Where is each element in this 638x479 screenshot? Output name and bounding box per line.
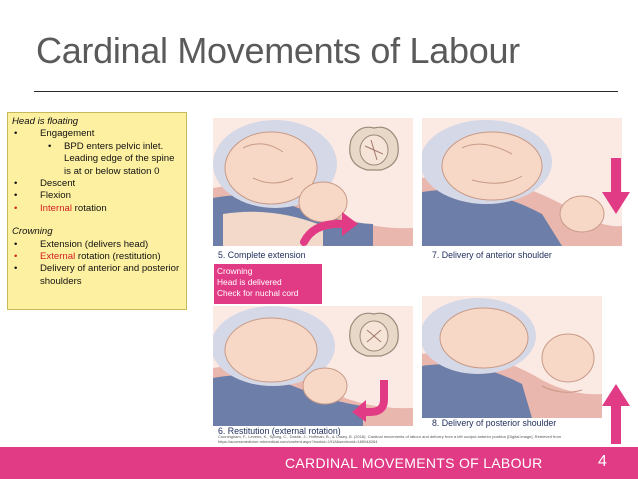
notes-box: Head is floating • Engagement • BPD ente…	[7, 112, 187, 310]
list-item-extension: • Extension (delivers head)	[14, 238, 149, 250]
list-item-flexion: • Flexion	[14, 190, 71, 202]
list-subitem-bpd: • BPD enters pelvic inlet. Leading edge …	[48, 140, 175, 177]
callout-line: Head is delivered	[217, 276, 282, 287]
list-item-descent: • Descent	[14, 178, 76, 190]
page-number: 4	[598, 453, 607, 470]
bullet-icon: •	[14, 190, 18, 202]
caption-posterior-shoulder: 8. Delivery of posterior shoulder	[432, 418, 557, 428]
illustration-anterior-shoulder	[422, 118, 622, 246]
bullet-icon: •	[14, 202, 18, 214]
callout-line: Check for nuchal cord	[217, 287, 299, 298]
callout-line: Crowning	[217, 266, 253, 276]
pelvis-view-icon	[345, 306, 403, 360]
list-item-internal-rotation: • Internal rotation	[14, 202, 107, 214]
crowning-callout: Crowning Head is delivered Check for nuc…	[214, 264, 322, 304]
slide-title: Cardinal Movements of Labour	[36, 30, 520, 71]
footer-bar: CARDINAL MOVEMENTS OF LABOUR 4	[0, 447, 638, 479]
arrow-rotation-icon	[352, 378, 394, 422]
arrow-up-icon	[602, 384, 630, 444]
caption-anterior-shoulder: 7. Delivery of anterior shoulder	[432, 250, 552, 260]
bullet-icon: •	[14, 238, 18, 250]
bullet-icon: •	[14, 251, 18, 263]
title-divider	[34, 91, 618, 92]
arrow-extension-icon	[300, 208, 360, 248]
notes-heading-floating: Head is floating	[12, 116, 79, 127]
list-item-engagement: • Engagement	[14, 128, 95, 140]
bullet-icon: •	[14, 263, 18, 275]
arrow-down-icon	[602, 158, 630, 216]
list-item-delivery-shoulders: • Delivery of anterior and posterior sho…	[14, 263, 180, 287]
internal-word: Internal	[40, 202, 72, 214]
notes-heading-crowning: Crowning	[12, 226, 53, 238]
bullet-icon: •	[14, 178, 18, 190]
external-word: External	[40, 251, 76, 263]
bullet-icon: •	[14, 128, 18, 140]
caption-restitution: 6. Restitution (external rotation)	[218, 426, 341, 436]
footer-title: CARDINAL MOVEMENTS OF LABOUR	[285, 455, 543, 471]
bullet-icon: •	[48, 140, 52, 152]
caption-complete-extension: 5. Complete extension	[218, 250, 306, 260]
image-credit: Cunningham, F., Leveno, K., Spong, C., D…	[218, 434, 561, 444]
illustration-posterior-shoulder	[422, 296, 602, 418]
pelvis-view-icon	[345, 120, 403, 174]
list-item-external-rotation: • External rotation (restitution)	[14, 251, 161, 263]
